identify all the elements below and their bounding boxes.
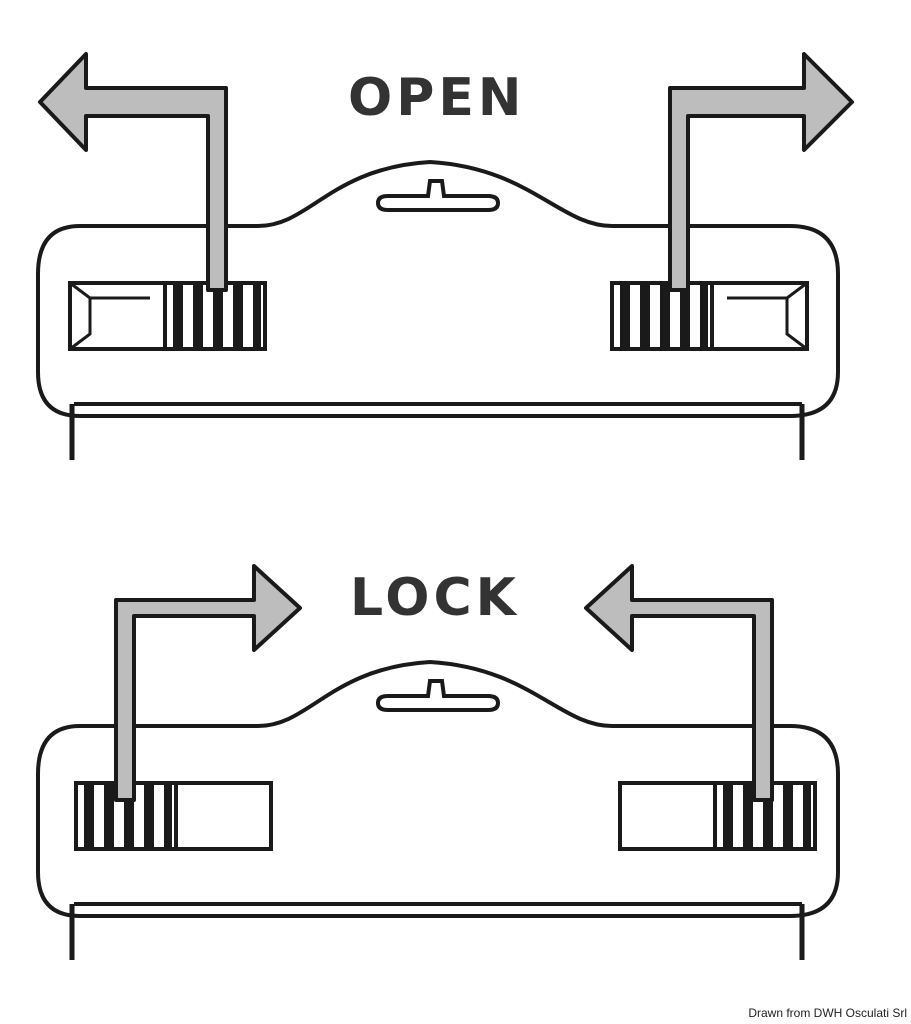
credit-text: Drawn from DWH Osculati Srl <box>748 1006 907 1020</box>
right-slot-lock <box>618 781 817 851</box>
open-label: OPEN <box>348 68 526 128</box>
lock-label: LOCK <box>350 568 520 628</box>
arrow-right-lock-icon <box>584 564 774 802</box>
left-slot-open <box>68 281 267 351</box>
arrow-left-open-icon <box>38 52 228 292</box>
left-slot-lock <box>74 781 273 851</box>
arrow-right-open-icon <box>668 52 854 292</box>
latch-lock <box>38 564 838 960</box>
right-slot-open <box>610 281 809 351</box>
latch-open <box>38 52 854 460</box>
arrow-left-lock-icon <box>114 564 302 802</box>
